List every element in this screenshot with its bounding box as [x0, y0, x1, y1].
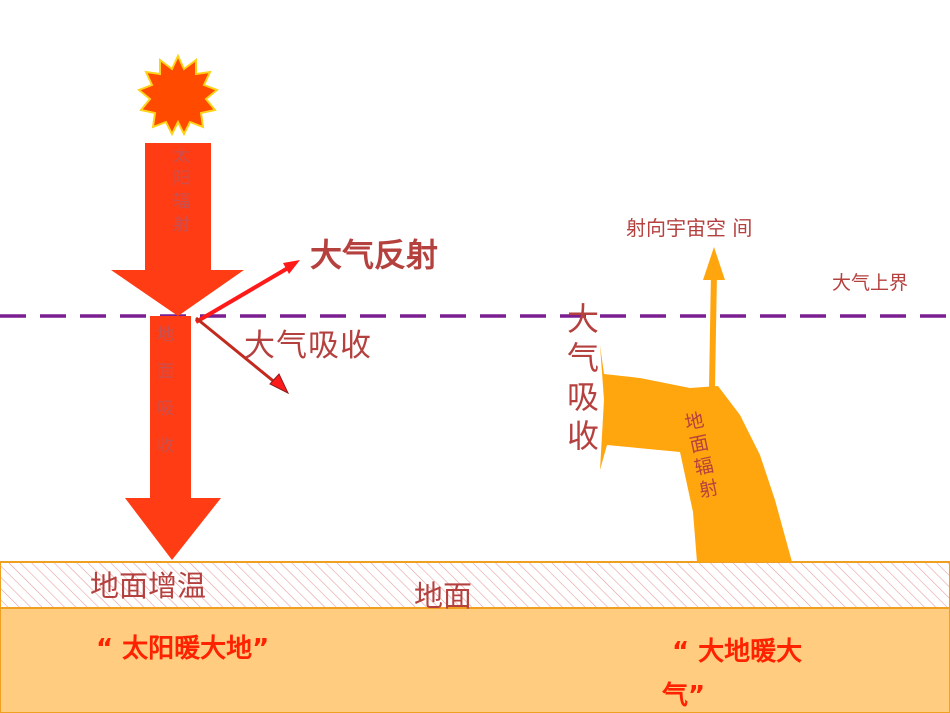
solar-radiation-arrow: [111, 143, 244, 316]
ground-surface: [0, 561, 950, 609]
reflection-arrow-shaft: [194, 266, 290, 324]
space-arrow-shaft: [709, 271, 717, 389]
solar-radiation-label: 太阳辐射: [169, 146, 189, 238]
ground-radiation-shape: [600, 345, 792, 562]
ground-label: 地面: [414, 579, 473, 613]
atmos-reflection-label: 大气反射: [310, 236, 439, 274]
sun-icon: [137, 53, 219, 137]
absorption-arrow-head: [269, 373, 290, 395]
ground-absorption-label: 地面吸收: [153, 325, 173, 473]
atmos-boundary-label: 大气上界: [832, 272, 909, 294]
absorption-arrow-shaft: [195, 316, 278, 386]
slogan-right-line2: 气”: [662, 681, 706, 711]
to-space-label: 射向宇宙空 间: [626, 216, 753, 240]
atmos-absorption-right-label: 大气吸收: [562, 302, 600, 458]
reflection-arrow-head: [283, 260, 300, 274]
ground-warming-label: 地面增温: [90, 569, 207, 603]
slogan-right-line1: “ 大地暖大: [672, 637, 803, 667]
ground-absorption-arrow: [125, 316, 221, 560]
slogan-left: “ 太阳暖大地”: [96, 634, 270, 664]
space-arrow-head: [703, 247, 725, 280]
atmos-absorption-left-label: 大气吸收: [244, 328, 372, 364]
